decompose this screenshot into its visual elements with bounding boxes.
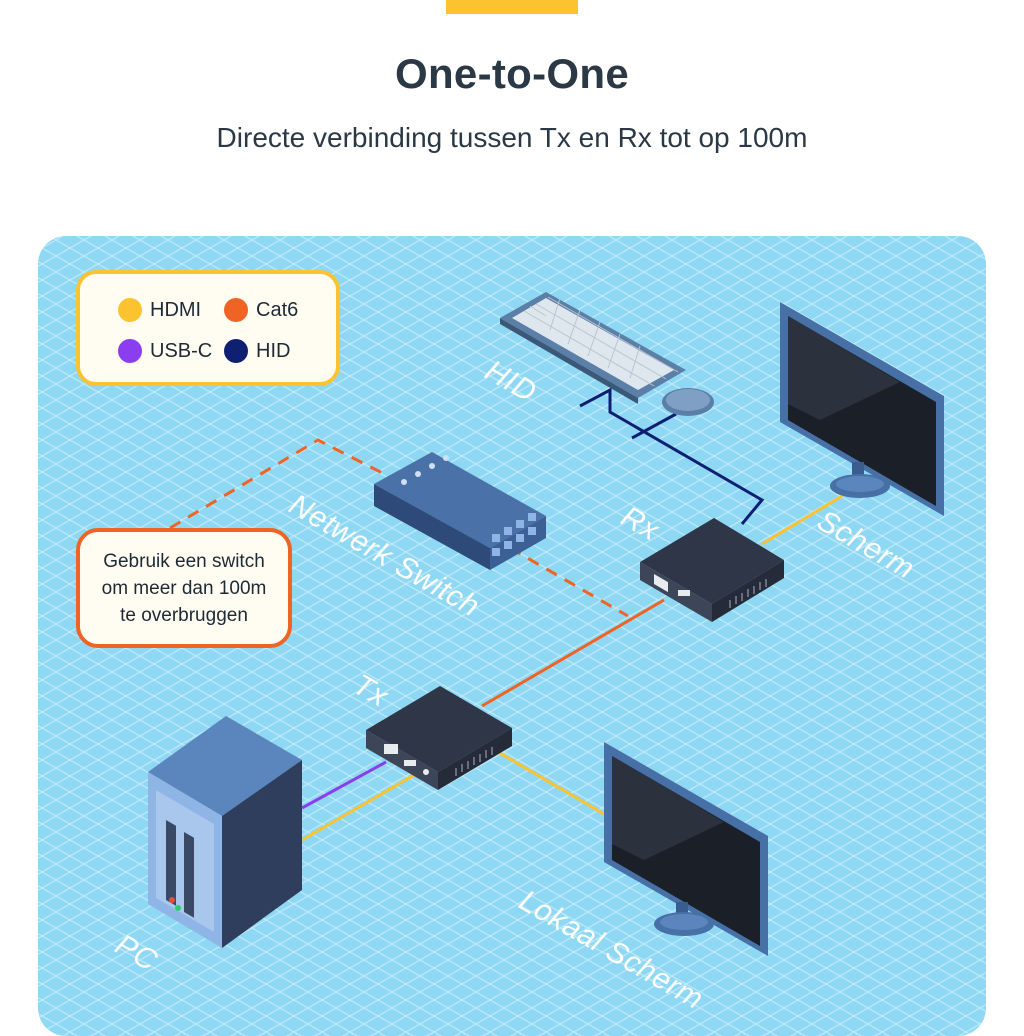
cable-hdmi-tx-local-screen (497, 750, 605, 816)
legend-label: USB-C (150, 339, 213, 362)
switch-callout: Gebruik een switch om meer dan 100m te o… (76, 528, 292, 648)
legend-item-cat6: Cat6 (224, 298, 298, 322)
top-accent-bar (446, 0, 578, 14)
rx-device (640, 518, 784, 622)
page-subtitle: Directe verbinding tussen Tx en Rx tot o… (216, 122, 808, 153)
callout-line: Gebruik een switch (103, 550, 265, 572)
usbc-color-dot (118, 339, 142, 363)
cable-hid-keyboard (579, 387, 765, 525)
callout-line: om meer dan 100m (101, 577, 267, 599)
cat6-color-dot (224, 298, 248, 322)
legend-item-hid: HID (224, 339, 290, 363)
cable-usbc-pc-tx (301, 760, 387, 810)
legend-label: HID (256, 339, 291, 362)
pc-tower (148, 716, 302, 948)
hid-color-dot (224, 339, 248, 363)
callout-line: te overbruggen (120, 604, 248, 626)
tx-device (366, 686, 512, 790)
cable-cat6-switch-to-rx-dashed (509, 546, 629, 618)
hdmi-color-dot (118, 298, 142, 322)
legend-item-usbc: USB-C (118, 339, 212, 363)
cable-hdmi-rx-screen (761, 494, 843, 546)
cable-cat6-tx-rx (481, 598, 665, 708)
page-title: One-to-One (395, 50, 629, 97)
legend: HDMI Cat6 USB-C HID (76, 270, 340, 386)
mouse (662, 388, 714, 416)
cables (169, 387, 843, 842)
local-screen (604, 742, 768, 956)
legend-item-hdmi: HDMI (118, 298, 201, 322)
keyboard (500, 292, 686, 404)
cable-hdmi-pc-tx (301, 772, 417, 842)
legend-label: HDMI (150, 298, 202, 321)
cable-cat6-switch-dashed (169, 438, 393, 530)
legend-label: Cat6 (256, 298, 299, 321)
remote-screen (780, 302, 944, 516)
network-switch (374, 452, 546, 570)
cable-hid-mouse (631, 412, 677, 440)
